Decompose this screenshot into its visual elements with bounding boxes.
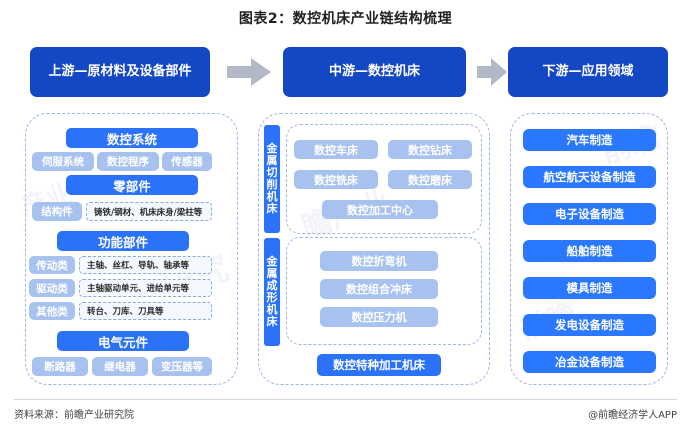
upstream-chip-circuit-breaker[interactable]: 断路器: [32, 357, 88, 376]
midstream-item-cnc-machining-center[interactable]: 数控加工中心: [322, 200, 438, 219]
vlabel-char: 机: [266, 189, 278, 203]
midstream-group-metal-forming: [286, 237, 482, 345]
vlabel-char: 切: [266, 166, 278, 180]
page-title: 图表2：数控机床产业链结构梳理: [238, 11, 453, 27]
footer-divider: [14, 399, 677, 400]
upstream-chip-transformer[interactable]: 变压器等: [152, 357, 212, 376]
vlabel-char: 属: [266, 267, 278, 281]
vlabel-char: 成: [266, 279, 278, 293]
header-midstream[interactable]: 中游—数控机床: [283, 47, 466, 97]
arrow-right-icon: [477, 58, 507, 86]
upstream-detail-other: 转台、刀库、刀具等: [79, 302, 212, 320]
upstream-chip-cnc-program[interactable]: 数控程序: [97, 152, 159, 171]
midstream-category-label-metal-cutting[interactable]: 金 属 切 削 机 床: [264, 125, 280, 233]
footer-source: 资料来源：前瞻产业研究院: [14, 410, 134, 421]
upstream-chip-sensor[interactable]: 传感器: [162, 152, 212, 171]
vlabel-char: 削: [266, 178, 278, 191]
midstream-item-cnc-grinding-machine[interactable]: 数控磨床: [388, 170, 472, 189]
upstream-detail-structural-parts: 铸铁/钢材、机床床身/梁柱等: [86, 202, 212, 221]
midstream-item-cnc-special-machining[interactable]: 数控特种加工机床: [317, 354, 441, 376]
upstream-group-title-parts[interactable]: 零部件: [66, 175, 198, 195]
upstream-label-structural-parts[interactable]: 结构件: [32, 202, 82, 221]
midstream-item-cnc-drilling-machine[interactable]: 数控钻床: [388, 140, 472, 159]
downstream-item-automobile-manufacturing[interactable]: 汽车制造: [523, 129, 656, 151]
midstream-item-cnc-combined-punch[interactable]: 数控组合冲床: [320, 279, 438, 299]
midstream-group-metal-cutting: [286, 124, 482, 234]
upstream-label-transmission[interactable]: 传动类: [29, 256, 75, 274]
upstream-group-title-electrical[interactable]: 电气元件: [57, 331, 189, 351]
upstream-detail-drive: 主轴驱动单元、进给单元等: [79, 279, 212, 297]
upstream-label-drive[interactable]: 驱动类: [29, 279, 75, 297]
downstream-item-mold-manufacturing[interactable]: 模具制造: [523, 277, 656, 299]
downstream-item-shipbuilding[interactable]: 船舶制造: [523, 240, 656, 262]
vlabel-char: 金: [266, 142, 278, 156]
vlabel-char: 金: [266, 255, 278, 269]
vlabel-char: 床: [266, 201, 278, 215]
footer-account: @前瞻经济学人APP: [588, 410, 677, 421]
header-downstream[interactable]: 下游—应用领域: [508, 47, 668, 97]
downstream-item-aerospace-equipment-manufacturing[interactable]: 航空航天设备制造: [523, 166, 656, 188]
midstream-category-label-metal-forming[interactable]: 金 属 成 形 机 床: [264, 238, 280, 346]
midstream-item-cnc-press[interactable]: 数控压力机: [320, 307, 438, 327]
arrow-right-icon: [227, 58, 271, 86]
upstream-chip-servo-system[interactable]: 伺服系统: [32, 152, 94, 171]
vlabel-char: 机: [266, 302, 278, 316]
vlabel-char: 形: [266, 291, 278, 304]
midstream-item-cnc-lathe[interactable]: 数控车床: [294, 140, 378, 159]
downstream-item-metallurgical-equipment-manufacturing[interactable]: 冶金设备制造: [523, 351, 656, 373]
upstream-chip-relay[interactable]: 继电器: [92, 357, 148, 376]
upstream-detail-transmission: 主轴、丝杠、导轨、轴承等: [79, 256, 212, 274]
downstream-item-power-generation-equipment-manufacturing[interactable]: 发电设备制造: [523, 314, 656, 336]
midstream-item-cnc-bending-machine[interactable]: 数控折弯机: [320, 251, 438, 271]
header-upstream[interactable]: 上游—原材料及设备部件: [30, 47, 210, 97]
midstream-item-cnc-milling-machine[interactable]: 数控铣床: [294, 170, 378, 189]
upstream-group-title-functional-parts[interactable]: 功能部件: [57, 231, 189, 251]
downstream-item-electronic-equipment-manufacturing[interactable]: 电子设备制造: [523, 203, 656, 225]
vlabel-char: 床: [266, 314, 278, 328]
upstream-label-other[interactable]: 其他类: [29, 302, 75, 320]
upstream-group-title-cnc-system[interactable]: 数控系统: [66, 128, 198, 148]
vlabel-char: 属: [266, 154, 278, 168]
